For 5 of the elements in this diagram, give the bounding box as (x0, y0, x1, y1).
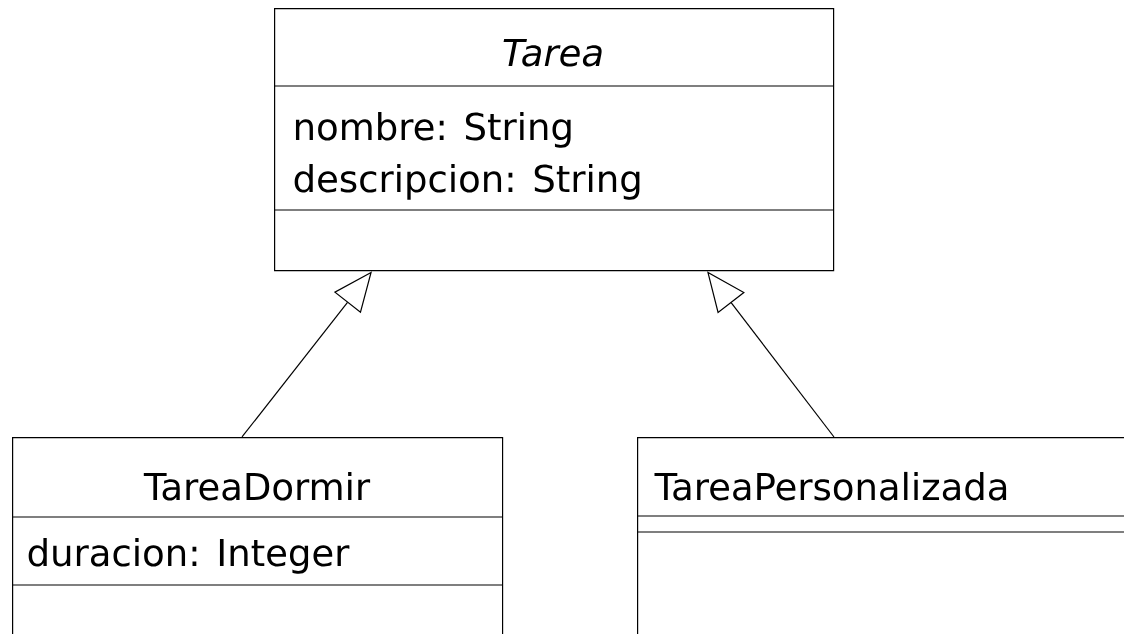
inheritance-arrow (707, 271, 835, 438)
class-box: TareaDormir duracion: Integer (11, 437, 504, 634)
class-box: Tarea nombre: String descripcion: String (273, 8, 835, 272)
class-box: TareaPersonalizada (636, 437, 1124, 634)
inheritance-arrow (241, 271, 372, 438)
